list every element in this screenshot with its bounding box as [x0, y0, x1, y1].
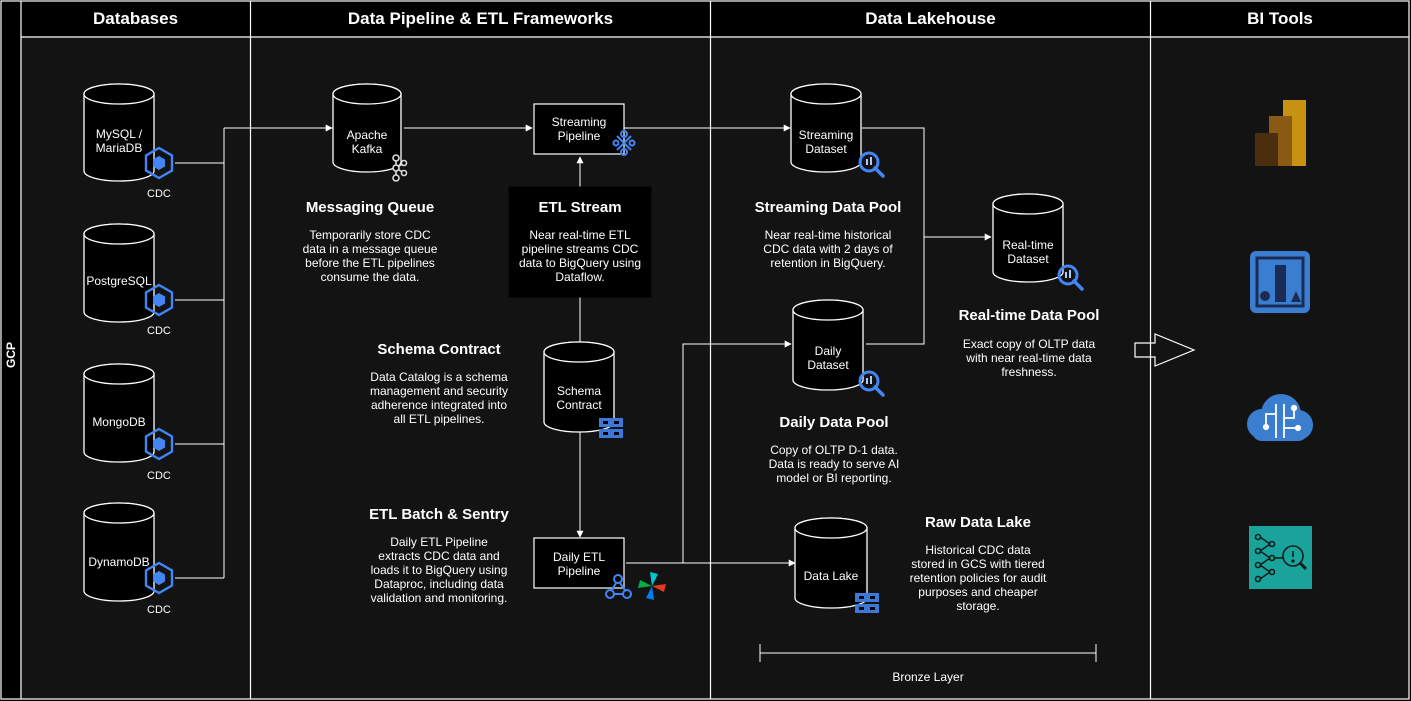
dataflow-icon — [612, 130, 636, 156]
data-catalog-icon — [599, 418, 623, 438]
raw-lake-desc: Historical CDC data stored in GCS with t… — [909, 543, 1047, 613]
cdc-label: CDC — [147, 470, 171, 482]
lane-panel-lakehouse — [711, 37, 1150, 699]
looker-studio-icon — [1250, 251, 1310, 313]
connector-merge — [862, 127, 925, 345]
postgresql-label: PostgreSQL — [86, 274, 152, 288]
streaming-pipeline-label: Streaming Pipeline — [551, 115, 607, 143]
raw-lake-title: Raw Data Lake — [925, 514, 1031, 531]
bigquery-icon — [1057, 264, 1084, 291]
realtime-pool-title: Real-time Data Pool — [958, 307, 1100, 324]
messaging-queue-desc: Temporarily store CDC data in a message … — [302, 228, 438, 284]
etl-batch-desc: Daily ETL Pipeline extracts CDC data and… — [370, 535, 508, 605]
daily-dataset-cylinder — [792, 299, 864, 391]
realtime-dataset-label: Real-time Dataset — [1002, 238, 1054, 266]
kafka-cylinder — [332, 83, 402, 173]
lane-title-pipeline: Data Pipeline & ETL Frameworks — [347, 9, 614, 28]
power-bi-icon — [1255, 100, 1306, 166]
streaming-pool-desc: Near real-time historical CDC data with … — [763, 228, 893, 270]
mongodb-label: MongoDB — [92, 415, 146, 429]
cdc-label: CDC — [147, 604, 171, 616]
lane-title-bi-tools: BI Tools — [1247, 9, 1313, 28]
etl-batch-title: ETL Batch & Sentry — [369, 506, 509, 523]
streaming-pipeline-box — [533, 103, 625, 155]
airflow-icon — [638, 572, 666, 600]
schema-contract-label: Schema Contract — [556, 384, 602, 412]
datastream-icon — [144, 146, 174, 180]
bronze-layer-label: Bronze Layer — [892, 670, 964, 684]
kafka-label: Apache Kafka — [346, 128, 388, 156]
bi-transfer-arrow — [1134, 333, 1196, 367]
cloud-storage-icon — [855, 593, 879, 613]
bigquery-icon — [858, 151, 885, 178]
etl-stream-title: ETL Stream — [538, 199, 622, 216]
postgresql-db-cylinder — [83, 223, 155, 323]
lane-title-lakehouse: Data Lakehouse — [865, 9, 996, 28]
data-lake-cylinder — [794, 517, 868, 609]
mongodb-db-cylinder — [83, 363, 155, 463]
daily-pipeline-box — [533, 537, 625, 589]
messaging-queue-title: Messaging Queue — [305, 199, 435, 216]
cdc-label: CDC — [147, 188, 171, 200]
lane-panel-pipeline — [251, 37, 710, 699]
dynamodb-db-cylinder — [83, 502, 155, 602]
etl-stream-desc: Near real-time ETL pipeline streams CDC … — [518, 228, 642, 284]
daily-pool-title: Daily Data Pool — [779, 414, 889, 431]
dynamodb-label: DynamoDB — [88, 555, 150, 569]
schema-contract-cylinder — [543, 341, 615, 433]
schema-contract-title: Schema Contract — [377, 341, 501, 358]
gcp-label: GCP — [4, 341, 18, 369]
datastream-icon — [144, 283, 174, 317]
datastream-icon — [144, 561, 174, 595]
mysql-db-cylinder — [83, 83, 155, 182]
realtime-pool-desc: Exact copy of OLTP data with near real-t… — [962, 337, 1096, 379]
cdc-label: CDC — [147, 325, 171, 337]
streaming-dataset-label: Streaming Dataset — [798, 128, 854, 156]
realtime-dataset-cylinder — [992, 193, 1064, 283]
mysql-label: MySQL / MariaDB — [95, 127, 143, 155]
datastream-icon — [144, 427, 174, 461]
data-lake-label: Data Lake — [803, 569, 859, 583]
daily-dataset-label: Daily Dataset — [807, 344, 849, 372]
streaming-pool-title: Streaming Data Pool — [754, 199, 902, 216]
lane-title-databases: Databases — [92, 9, 179, 28]
dataproc-icon — [605, 574, 632, 599]
etl-stream-box — [508, 186, 652, 298]
cloud-ai-icon — [1247, 394, 1313, 441]
daily-pool-desc: Copy of OLTP D-1 data. Data is ready to … — [768, 443, 900, 485]
bigquery-icon — [858, 370, 885, 397]
streaming-dataset-cylinder — [790, 83, 862, 173]
daily-pipeline-label: Daily ETL Pipeline — [552, 550, 605, 578]
ai-model-icon — [1249, 526, 1312, 589]
kafka-icon — [392, 154, 408, 182]
schema-contract-desc: Data Catalog is a schema management and … — [369, 370, 509, 426]
